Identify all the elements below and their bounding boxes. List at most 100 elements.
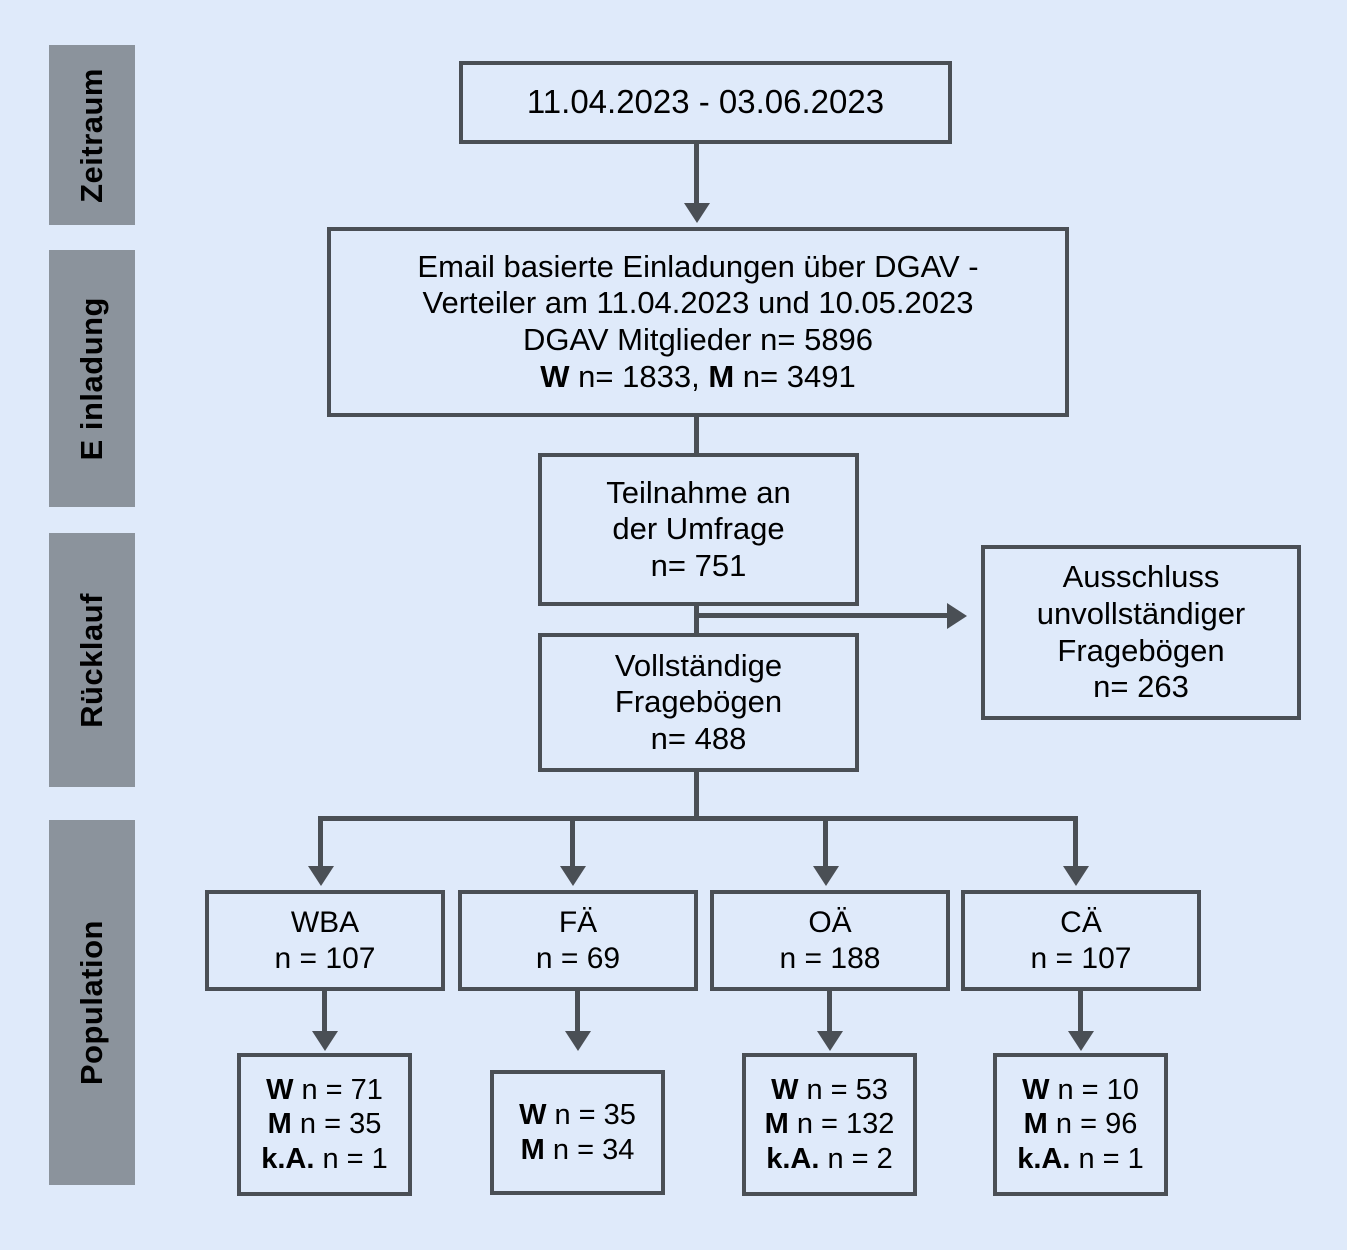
group-fa-count: n = 69 — [535, 941, 621, 975]
detail-fa-male-label: M — [520, 1133, 545, 1166]
detail-fa-male: M n = 34 — [521, 1133, 635, 1167]
detail-ca-na-value: n = 1 — [1070, 1142, 1144, 1175]
arrow-ca-to-detail — [1068, 1031, 1094, 1051]
node-group-oa: OÄ n = 188 — [710, 890, 950, 991]
invitation-line-1: Email basierte Einladungen über DGAV - — [417, 248, 979, 284]
detail-oa-male: M n = 132 — [765, 1107, 895, 1141]
detail-oa-male-value: n = 132 — [788, 1108, 895, 1141]
participation-line-2: der Umfrage — [612, 511, 785, 547]
invitation-line-3: DGAV Mitglieder n= 5896 — [522, 322, 874, 357]
detail-wba-female: W n = 71 — [266, 1073, 383, 1107]
detail-oa-na-value: n = 2 — [819, 1142, 893, 1175]
group-oa-count: n = 188 — [779, 941, 881, 975]
connector-period-to-invitation — [694, 144, 699, 206]
node-participation: Teilnahme an der Umfrage n= 751 — [538, 453, 859, 606]
detail-ca-male: M n = 96 — [1024, 1107, 1138, 1141]
node-detail-fa: W n = 35 M n = 34 — [490, 1070, 665, 1195]
node-group-fa: FÄ n = 69 — [458, 890, 698, 991]
node-invitation: Email basierte Einladungen über DGAV - V… — [327, 227, 1069, 417]
detail-ca-na-label: k.A. — [1017, 1142, 1071, 1175]
node-detail-wba: W n = 71 M n = 35 k.A. n = 1 — [237, 1053, 412, 1196]
participation-line-1: Teilnahme an — [606, 474, 791, 510]
detail-ca-female-label: W — [1022, 1074, 1050, 1107]
detail-wba-na-value: n = 1 — [314, 1142, 388, 1175]
arrow-bus-to-fa — [560, 866, 586, 886]
arrow-to-excluded — [947, 603, 967, 629]
complete-line-1: Vollständige — [614, 647, 783, 683]
excluded-line-4: n= 263 — [1093, 669, 1189, 705]
connector-group-bus — [318, 816, 1078, 821]
arrow-wba-to-detail — [312, 1031, 338, 1051]
detail-oa-female: W n = 53 — [771, 1073, 888, 1107]
excluded-line-3: Fragebögen — [1057, 632, 1225, 668]
invitation-female-label: W — [540, 358, 570, 394]
connector-bus-to-ca — [1073, 816, 1078, 868]
arrow-bus-to-ca — [1063, 866, 1089, 886]
node-group-ca: CÄ n = 107 — [961, 890, 1201, 991]
study-period-text: 11.04.2023 - 03.06.2023 — [526, 83, 885, 121]
phase-label-zeitraum: Zeitraum — [74, 67, 109, 203]
group-ca-count: n = 107 — [1030, 941, 1132, 975]
detail-ca-male-label: M — [1023, 1108, 1048, 1141]
detail-wba-male: M n = 35 — [268, 1107, 382, 1141]
invitation-male-value: n= 3491 — [734, 358, 856, 394]
group-oa-title: OÄ — [808, 906, 852, 940]
node-complete-questionnaires: Vollständige Fragebögen n= 488 — [538, 633, 859, 772]
detail-fa-female-value: n = 35 — [546, 1099, 636, 1132]
phase-band-einladung: E inladung — [49, 250, 135, 507]
participation-line-3: n= 751 — [650, 547, 747, 583]
node-excluded: Ausschluss unvollständiger Fragebögen n=… — [981, 545, 1301, 720]
phase-band-population: Population — [49, 820, 135, 1185]
phase-label-ruecklauf: Rücklauf — [74, 592, 109, 728]
detail-ca-female: W n = 10 — [1022, 1073, 1139, 1107]
node-detail-ca: W n = 10 M n = 96 k.A. n = 1 — [993, 1053, 1168, 1196]
group-wba-title: WBA — [290, 906, 360, 940]
detail-wba-female-label: W — [266, 1074, 294, 1107]
phase-band-ruecklauf: Rücklauf — [49, 533, 135, 787]
arrow-period-to-invitation — [684, 203, 710, 223]
detail-fa-male-value: n = 34 — [544, 1133, 635, 1166]
node-study-period: 11.04.2023 - 03.06.2023 — [459, 61, 952, 144]
detail-wba-female-value: n = 71 — [293, 1074, 383, 1107]
detail-wba-na-label: k.A. — [261, 1142, 315, 1175]
excluded-line-1: Ausschluss — [1062, 559, 1220, 595]
detail-oa-male-label: M — [764, 1108, 789, 1141]
detail-oa-na: k.A. n = 2 — [766, 1142, 893, 1176]
detail-fa-female-label: W — [519, 1099, 547, 1132]
detail-oa-female-value: n = 53 — [798, 1074, 888, 1107]
connector-wba-to-detail — [322, 991, 327, 1033]
connector-complete-to-bus — [694, 772, 699, 819]
connector-to-excluded — [694, 613, 949, 618]
group-fa-title: FÄ — [558, 906, 598, 940]
detail-oa-na-label: k.A. — [766, 1142, 820, 1175]
detail-wba-male-value: n = 35 — [291, 1108, 382, 1141]
connector-participation-to-complete — [694, 606, 699, 636]
excluded-line-2: unvollständiger — [1036, 595, 1246, 631]
detail-ca-female-value: n = 10 — [1049, 1074, 1139, 1107]
connector-ca-to-detail — [1078, 991, 1083, 1033]
connector-fa-to-detail — [575, 991, 580, 1033]
detail-ca-na: k.A. n = 1 — [1017, 1142, 1144, 1176]
detail-wba-male-label: M — [267, 1108, 292, 1141]
complete-line-3: n= 488 — [650, 720, 747, 756]
phase-label-population: Population — [74, 919, 109, 1086]
arrow-fa-to-detail — [565, 1031, 591, 1051]
connector-bus-to-fa — [570, 816, 575, 868]
connector-bus-to-oa — [823, 816, 828, 868]
invitation-line-2: Verteiler am 11.04.2023 und 10.05.2023 — [422, 285, 974, 321]
group-wba-count: n = 107 — [274, 941, 376, 975]
arrow-bus-to-wba — [308, 866, 334, 886]
detail-fa-female: W n = 35 — [519, 1098, 636, 1132]
group-ca-title: CÄ — [1060, 906, 1102, 940]
node-group-wba: WBA n = 107 — [205, 890, 445, 991]
connector-bus-to-wba — [318, 816, 323, 868]
invitation-female-value: n= 1833, — [569, 358, 709, 394]
phase-label-einladung: E inladung — [74, 296, 109, 461]
connector-invitation-to-participation — [694, 417, 699, 455]
detail-wba-na: k.A. n = 1 — [261, 1142, 388, 1176]
arrow-bus-to-oa — [813, 866, 839, 886]
invitation-line-4: W n= 1833, M n= 3491 — [540, 359, 855, 396]
connector-oa-to-detail — [827, 991, 832, 1033]
complete-line-2: Fragebögen — [614, 684, 783, 720]
